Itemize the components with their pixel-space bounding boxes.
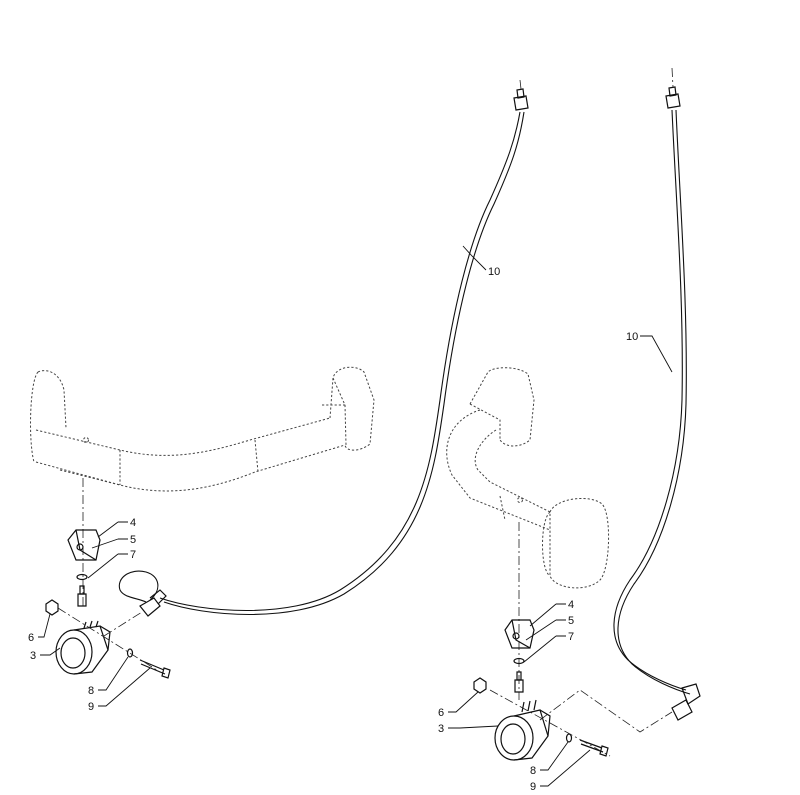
left-lamp-connector bbox=[139, 589, 167, 617]
left-callouts: 4 5 7 6 3 8 9 10 bbox=[28, 245, 500, 713]
left-lamp-axis-centerline bbox=[57, 607, 161, 673]
left-bolt-part-7 bbox=[77, 585, 87, 607]
right-callout-8: 8 bbox=[530, 765, 536, 777]
right-callout-3: 3 bbox=[438, 723, 444, 735]
right-bracket-part-4 bbox=[504, 619, 535, 649]
right-callout-10: 10 bbox=[626, 331, 638, 343]
right-callout-6: 6 bbox=[438, 707, 444, 719]
left-harness-part-10 bbox=[159, 79, 529, 616]
left-callout-9: 9 bbox=[88, 701, 94, 713]
left-washer-part-5 bbox=[76, 573, 88, 581]
left-nut-part-6 bbox=[45, 599, 59, 616]
right-callout-7: 7 bbox=[568, 631, 574, 643]
right-nut-part-6 bbox=[473, 677, 487, 694]
left-callout-4: 4 bbox=[130, 517, 136, 529]
left-callout-8: 8 bbox=[88, 685, 94, 697]
right-spacer-part-8 bbox=[565, 733, 573, 743]
left-work-lamp-part-3 bbox=[55, 620, 111, 675]
right-callouts: 4 5 7 6 3 8 9 10 bbox=[438, 331, 673, 793]
right-callout-9: 9 bbox=[530, 781, 536, 793]
right-harness-part-10 bbox=[613, 67, 701, 721]
left-callout-3: 3 bbox=[30, 650, 36, 662]
left-callout-6: 6 bbox=[28, 632, 34, 644]
right-bolt-part-7 bbox=[514, 671, 524, 693]
left-callout-10: 10 bbox=[488, 266, 500, 278]
left-callout-5: 5 bbox=[130, 534, 136, 546]
left-callout-7: 7 bbox=[130, 549, 136, 561]
right-work-lamp-part-3 bbox=[494, 699, 551, 761]
right-connector-centerline bbox=[539, 689, 673, 733]
left-pigtail-cable bbox=[118, 570, 159, 603]
left-connector-centerline bbox=[103, 611, 143, 637]
left-frame-ghost bbox=[30, 366, 375, 492]
right-callout-5: 5 bbox=[568, 615, 574, 627]
right-callout-4: 4 bbox=[568, 599, 574, 611]
right-lamp-axis-centerline bbox=[489, 689, 611, 757]
left-bracket-part-4 bbox=[67, 529, 101, 561]
right-frame-ghost bbox=[446, 367, 609, 589]
right-long-bolt-part-9 bbox=[579, 739, 609, 757]
left-spacer-part-8 bbox=[126, 648, 134, 658]
left-long-bolt-part-9 bbox=[139, 659, 171, 679]
right-washer-part-5 bbox=[513, 657, 525, 665]
